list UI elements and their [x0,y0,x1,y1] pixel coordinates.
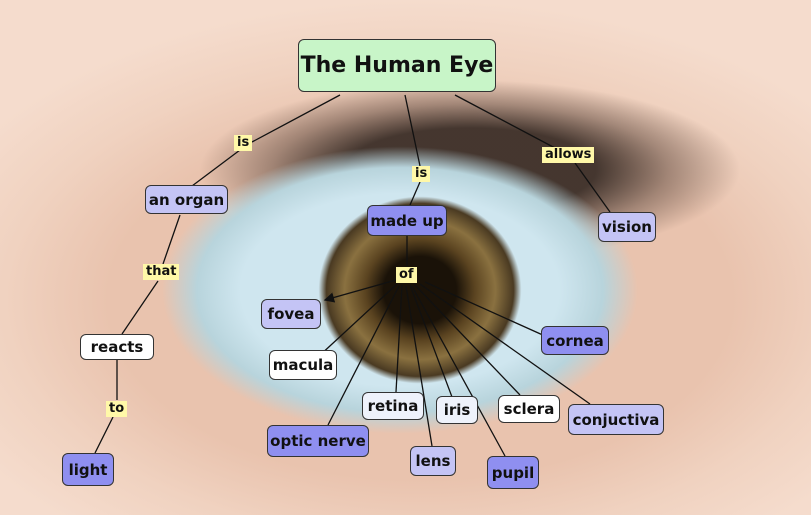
line-title-is [252,95,340,142]
line-of-cornea [425,282,545,336]
node-iris: iris [436,396,478,424]
line-organ-that [163,215,180,264]
link-label-of: of [396,267,417,283]
link-label-that: that [143,264,179,280]
line-to-light [95,417,113,453]
line-is-organ [192,150,240,186]
line-allows-vision [575,163,610,212]
node-conjuctiva: conjuctiva [568,404,664,435]
node-reacts: reacts [80,334,154,360]
line-that-reacts [122,281,158,334]
node-cornea: cornea [541,326,609,355]
line-is-madeup [410,182,420,205]
link-label-allows: allows [542,147,594,163]
node-pupil: pupil [487,456,539,489]
link-label-is-center: is [412,166,430,182]
node-retina: retina [362,392,424,420]
line-of-macula [318,284,397,357]
title-node: The Human Eye [298,39,496,92]
line-of-fovea [325,280,396,300]
node-vision: vision [598,212,656,242]
node-optic-nerve: optic nerve [267,425,369,457]
node-an-organ: an organ [145,185,228,214]
node-light: light [62,453,114,486]
node-macula: macula [269,350,337,380]
link-label-is-left: is [234,135,252,151]
node-sclera: sclera [498,395,560,423]
link-label-to: to [106,401,127,417]
node-made-up: made up [367,205,447,236]
node-fovea: fovea [261,299,321,329]
node-lens: lens [410,446,456,476]
line-of-retina [396,285,402,392]
line-title-is-center [405,95,420,166]
line-title-allows [455,95,555,148]
